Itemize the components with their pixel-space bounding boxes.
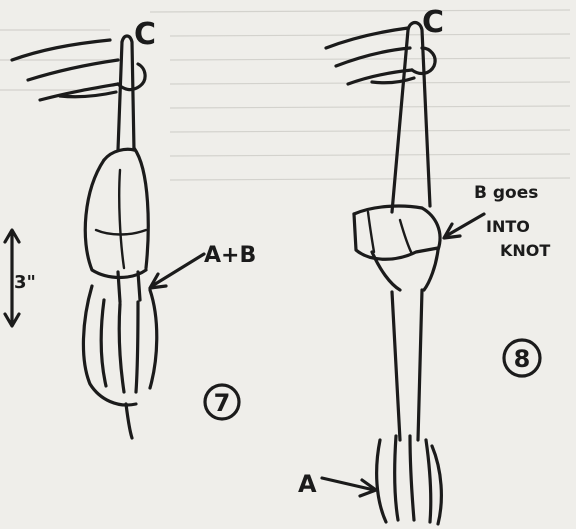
knot-8 <box>354 206 440 290</box>
upper-hand-7 <box>12 40 145 100</box>
arrow-to-a-plus-b <box>152 254 204 286</box>
tip-label-7: C <box>134 17 156 52</box>
lower-hand-8 <box>377 436 442 524</box>
tip-label-8: C <box>422 5 444 40</box>
measure-label: 3" <box>14 272 36 293</box>
step-number-7: 7 <box>214 389 231 417</box>
tie-blade-7 <box>118 36 134 150</box>
lower-hand-7 <box>83 272 156 438</box>
knot-7 <box>85 148 148 278</box>
tie-wide-blade-8 <box>392 290 422 440</box>
note-line-2: INTO <box>486 217 530 236</box>
upper-hand-8 <box>326 28 435 84</box>
note-line-3: KNOT <box>500 241 550 260</box>
measure-arrow-3in: 3" <box>5 230 36 326</box>
note-line-1: B goes <box>474 183 538 203</box>
figure-7: 3" A+B C 7 <box>5 17 256 438</box>
end-label-7: A+B <box>204 243 256 268</box>
step-number-8: 8 <box>514 345 531 373</box>
end-label-8: A <box>298 470 317 498</box>
